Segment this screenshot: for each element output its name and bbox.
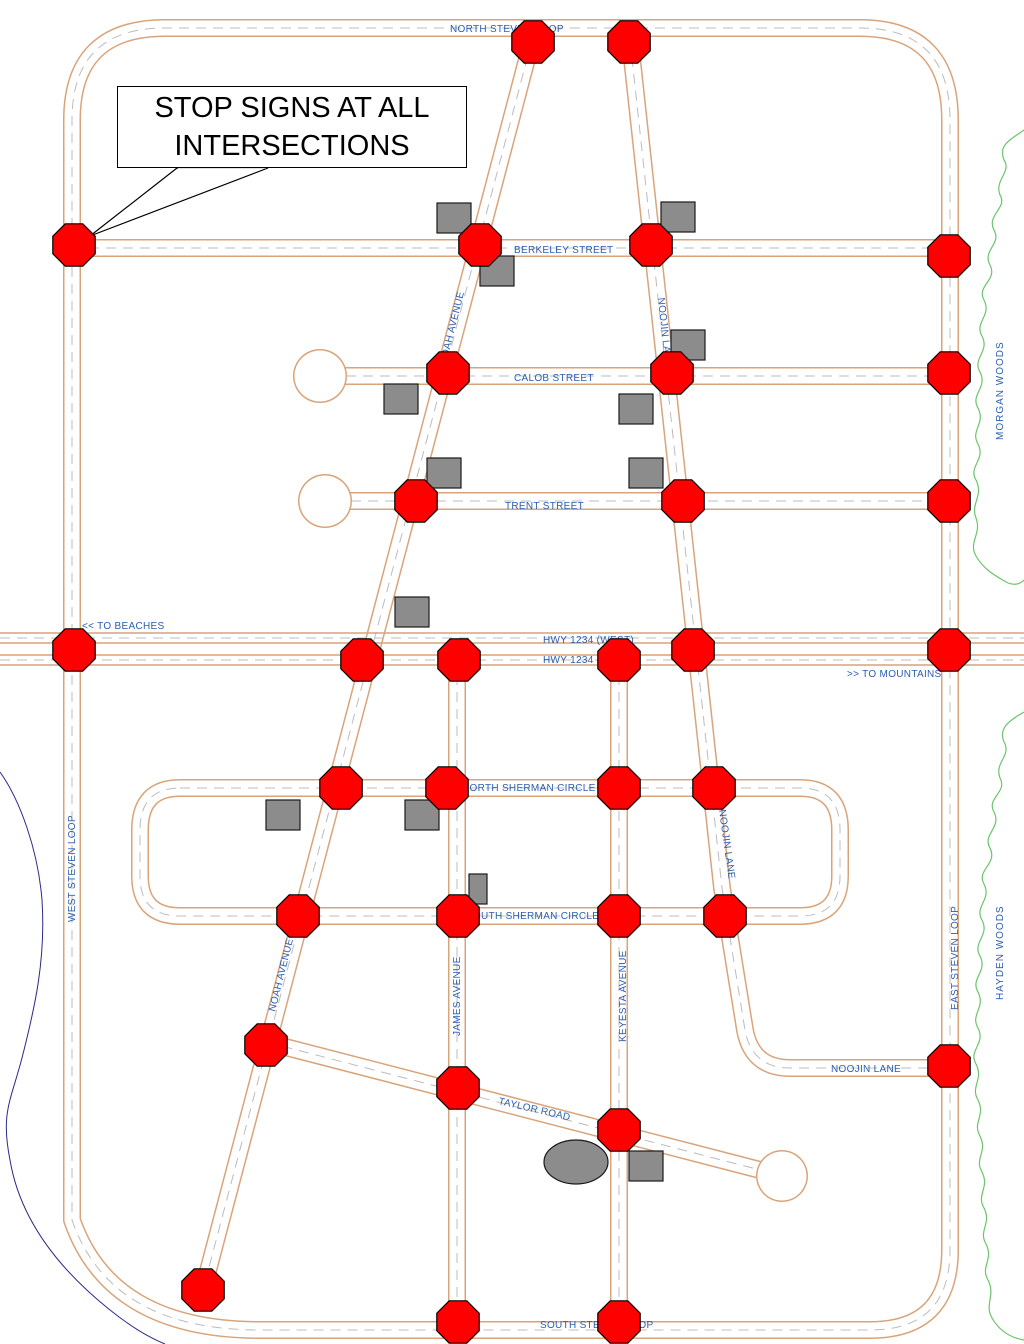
label-calob-street: CALOB STREET <box>514 373 594 384</box>
hayden-woods-treeline <box>973 711 1024 1341</box>
stop-sign-icon <box>597 1300 641 1344</box>
street-labels: NORTH STEVEN LOOP SOUTH STEVEN LOOP BERK… <box>67 24 1006 1331</box>
stop-sign-icon <box>425 766 469 810</box>
stop-sign-callout: STOP SIGNS AT ALL INTERSECTIONS <box>117 86 467 168</box>
morgan-woods-treeline <box>972 129 1024 585</box>
building <box>628 457 664 489</box>
callout-line-1: STOP SIGNS AT ALL <box>154 92 430 124</box>
stop-sign-icon <box>276 894 320 938</box>
label-morgan-woods: MORGAN WOODS <box>995 341 1006 440</box>
stop-sign-icon <box>927 351 971 395</box>
buildings <box>265 201 706 1185</box>
stop-sign-icon <box>927 234 971 278</box>
label-hayden-woods: HAYDEN WOODS <box>995 905 1006 1000</box>
woods-and-water <box>0 129 1024 1344</box>
road-outer-loop <box>71 27 951 1331</box>
road-outer-loop <box>64 20 958 1338</box>
label-hwy-1234-west: HWY 1234 (WEST) <box>543 635 634 646</box>
label-trent-street: TRENT STREET <box>505 501 584 512</box>
stop-sign-icon <box>437 638 481 682</box>
label-berkeley-street: BERKELEY STREET <box>514 245 613 256</box>
label-to-beaches: << TO BEACHES <box>82 621 164 632</box>
label-west-steven-loop: WEST STEVEN LOOP <box>67 815 78 922</box>
stop-sign-icon <box>927 479 971 523</box>
stop-sign-icon <box>661 479 705 523</box>
stop-sign-icon <box>607 20 651 64</box>
building <box>265 799 301 831</box>
callout-pointer <box>89 165 269 237</box>
label-south-steven-loop: SOUTH STEVEN LOOP <box>540 1320 653 1331</box>
building <box>628 1150 664 1182</box>
stop-sign-icon <box>927 1044 971 1088</box>
building <box>436 202 472 234</box>
pond <box>543 1139 609 1185</box>
road-outer-loop <box>63 19 959 1339</box>
road-taylor-road <box>265 1041 761 1171</box>
stop-sign-icon <box>650 351 694 395</box>
building <box>468 873 488 905</box>
label-south-sherman-circle: SOUTH SHERMAN CIRCLE <box>466 911 599 922</box>
callout-line-2: INTERSECTIONS <box>174 130 410 162</box>
stop-sign-icon <box>597 1108 641 1152</box>
stop-sign-icon <box>927 628 971 672</box>
stop-sign-icon <box>244 1023 288 1067</box>
label-north-sherman-circle: NORTH SHERMAN CIRCLE <box>462 783 596 794</box>
building <box>426 457 462 489</box>
stop-sign-icon <box>436 1300 480 1344</box>
stop-sign-icon <box>597 894 641 938</box>
stop-sign-icon <box>629 223 673 267</box>
label-keyesta-avenue: KEYESTA AVENUE <box>618 950 629 1042</box>
stop-sign-icon <box>394 479 438 523</box>
stop-sign-icon <box>52 223 96 267</box>
label-north-steven-loop: NORTH STEVEN LOOP <box>450 24 564 35</box>
stop-sign-icon <box>181 1268 225 1312</box>
stop-sign-icon <box>319 766 363 810</box>
building <box>383 383 419 415</box>
stop-sign-icon <box>340 638 384 682</box>
stop-sign-icon <box>692 766 736 810</box>
stop-sign-icon <box>671 628 715 672</box>
stop-signs <box>52 20 971 1344</box>
label-to-mountains: >> TO MOUNTAINS <box>847 669 942 680</box>
building <box>660 201 696 233</box>
label-hwy-1234-east: HWY 1234 (EAST) <box>543 655 631 666</box>
label-east-steven-loop: EAST STEVEN LOOP <box>950 906 961 1010</box>
stop-sign-icon <box>436 1066 480 1110</box>
label-noojin-lane-south: NOOJIN LANE <box>831 1064 901 1075</box>
label-james-avenue: JAMES AVENUE <box>452 956 463 1036</box>
building <box>394 596 430 628</box>
highway-1234 <box>0 632 1024 666</box>
stop-sign-icon <box>436 894 480 938</box>
stop-sign-icon <box>703 894 747 938</box>
road-noojin-lane <box>629 39 950 1069</box>
stop-sign-icon <box>597 766 641 810</box>
stop-sign-icon <box>52 628 96 672</box>
building <box>618 393 654 425</box>
shoreline <box>0 771 166 1344</box>
stop-sign-icon <box>426 351 470 395</box>
stop-sign-icon <box>511 20 555 64</box>
cul-de-sacs <box>293 349 808 1202</box>
road-sherman-circle <box>132 780 848 924</box>
stop-sign-icon <box>458 223 502 267</box>
stop-sign-icon <box>597 638 641 682</box>
